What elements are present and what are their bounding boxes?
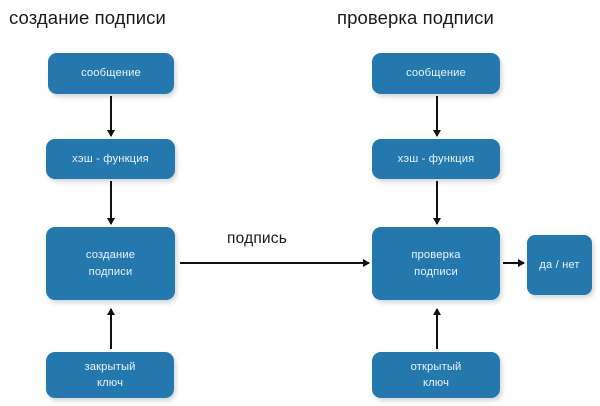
node-verify-signature: проверка подписи: [372, 227, 500, 300]
node-public-key: открытый ключ: [372, 352, 500, 398]
arrowhead-down-icon: [106, 218, 115, 225]
arrow-shaft: [436, 181, 438, 224]
node-message-left: сообщение: [48, 53, 174, 94]
arrow-shaft: [110, 181, 112, 224]
node-create-signature: создание подписи: [46, 227, 175, 300]
arrow-shaft: [110, 309, 112, 349]
arrowhead-up-icon: [106, 308, 115, 315]
edge-label-signature: подпись: [227, 230, 287, 247]
arrowhead-down-icon: [432, 130, 441, 137]
arrowhead-up-icon: [432, 308, 441, 315]
arrow-shaft: [180, 262, 369, 264]
node-result-yes-no: да / нет: [527, 235, 592, 295]
arrow-shaft: [436, 309, 438, 349]
node-hash-function-left: хэш - функция: [46, 139, 175, 179]
arrowhead-down-icon: [432, 218, 441, 225]
arrowhead-down-icon: [106, 130, 115, 137]
diagram-title-signature-creation: создание подписи: [9, 7, 166, 28]
arrowhead-right-icon: [363, 258, 370, 267]
arrow-shaft: [503, 262, 524, 264]
arrow-shaft: [436, 96, 438, 136]
arrowhead-right-icon: [518, 258, 525, 267]
diagram-title-signature-verification: проверка подписи: [337, 7, 494, 28]
node-message-right: сообщение: [372, 53, 500, 94]
node-hash-function-right: хэш - функция: [372, 139, 500, 179]
arrow-shaft: [110, 96, 112, 136]
node-private-key: закрытый ключ: [46, 352, 174, 398]
